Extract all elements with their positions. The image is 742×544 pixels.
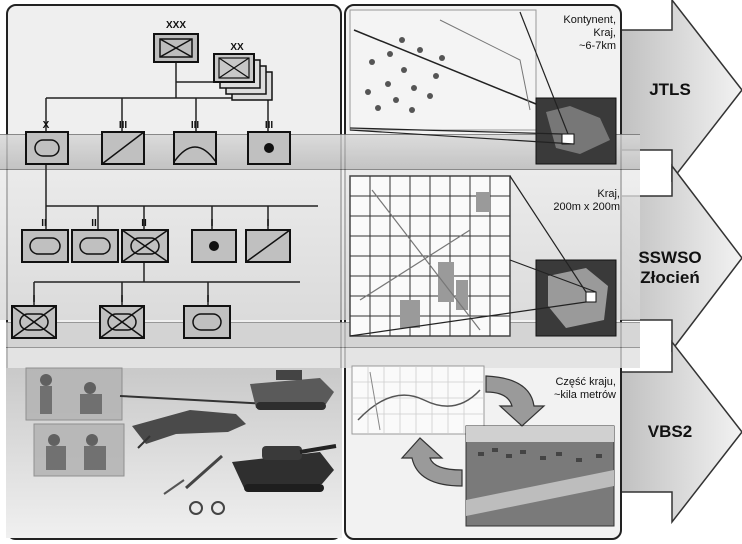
cycle-arrow-down <box>485 375 546 427</box>
company-mech-2 <box>99 305 145 339</box>
battalion-artillery <box>191 229 237 263</box>
sswso-scope-label: Kraj, 200m x 200m <box>553 188 620 213</box>
vbs2-3d-view <box>465 425 615 527</box>
vbs2-scope-label: Część kraju, ~kila metrów <box>553 376 616 401</box>
arrow-vbs2 <box>611 339 742 525</box>
jtls-scope-label: Kontynent, Kraj, ~6-7km <box>563 14 616 52</box>
echelon-company-b: I <box>266 218 270 229</box>
echelon-company-a: I <box>210 218 214 229</box>
echelon-regiment-a: III <box>118 120 128 131</box>
echelon-battalion-a: II <box>41 218 47 229</box>
helicopter-image <box>119 395 271 449</box>
artillery-image <box>163 454 225 515</box>
echelon-company-c: I <box>32 294 36 305</box>
band-vbs2 <box>6 348 640 368</box>
regiment-artillery-symbol <box>247 131 291 165</box>
battalion-mech-infantry <box>121 229 169 263</box>
system-label-jtls: JTLS <box>649 80 691 99</box>
arrow-sswso <box>611 163 742 353</box>
cycle-arrow-up <box>400 437 463 487</box>
sswso-map <box>349 175 617 337</box>
system-label-sswso: SSWSO Złocień <box>638 248 702 287</box>
battalion-recon <box>245 229 291 263</box>
regiment-recon-symbol <box>101 131 145 165</box>
tank-image <box>232 444 337 492</box>
division-symbol <box>213 53 273 101</box>
soldiers-image <box>25 367 125 477</box>
company-armor <box>183 305 231 339</box>
battalion-armor-2 <box>71 229 119 263</box>
battalion-armor-1 <box>21 229 69 263</box>
echelon-division: XX <box>230 42 244 53</box>
company-mech-1 <box>11 305 57 339</box>
regiment-airborne-symbol <box>173 131 217 165</box>
echelon-regiment-c: III <box>264 120 274 131</box>
corps-symbol <box>153 33 199 63</box>
echelon-battalion-b: II <box>91 218 97 229</box>
echelon-company-e: I <box>206 294 210 305</box>
echelon-brigade: X <box>42 120 50 131</box>
vbs2-map <box>351 365 485 435</box>
echelon-company-d: I <box>120 294 124 305</box>
echelon-corps: XXX <box>165 20 186 31</box>
apc-image <box>250 370 334 410</box>
brigade-armor-symbol <box>25 131 69 165</box>
jtls-map <box>349 9 617 165</box>
echelon-regiment-b: III <box>190 120 200 131</box>
system-label-vbs2: VBS2 <box>647 422 693 441</box>
echelon-battalion-c: II <box>141 218 147 229</box>
